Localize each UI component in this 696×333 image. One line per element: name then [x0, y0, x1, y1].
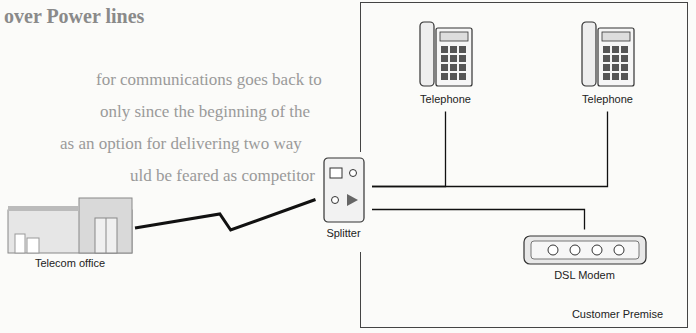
splitter-device: Splitter: [316, 152, 372, 252]
page-text-fragment: over Power lines: [4, 6, 144, 26]
node-label: Splitter: [326, 227, 360, 240]
telephone-icon: [418, 18, 474, 90]
phone-wire: [372, 210, 585, 230]
telephone: Telephone: [572, 14, 644, 112]
page-text-fragment: only since the beginning of the: [100, 102, 310, 122]
page-text-fragment: as an option for delivering two way: [60, 134, 302, 154]
node-label: Telecom office: [35, 257, 105, 270]
node-label: Telephone: [582, 93, 633, 106]
phone-wire: [372, 112, 446, 187]
splitter-device-icon: [322, 156, 366, 224]
dsl-modem-icon: [523, 234, 647, 266]
premise-boundary: Customer PremiseSplitterTelephoneTelepho…: [360, 2, 688, 328]
office-building-icon: [7, 196, 133, 254]
phone-wire: [372, 112, 608, 187]
office-building: Telecom office: [5, 192, 135, 282]
node-label: DSL Modem: [554, 269, 615, 282]
lightning-link: [135, 200, 316, 231]
telephone-icon: [580, 18, 636, 90]
telephone: Telephone: [410, 14, 482, 112]
page-text-fragment: uld be feared as competitor: [130, 166, 315, 186]
page-text-fragment: for communications goes back to: [96, 70, 322, 90]
node-label: Telephone: [420, 93, 471, 106]
node-label: Customer Premise: [572, 308, 663, 321]
dsl-modem: DSL Modem: [520, 230, 650, 296]
